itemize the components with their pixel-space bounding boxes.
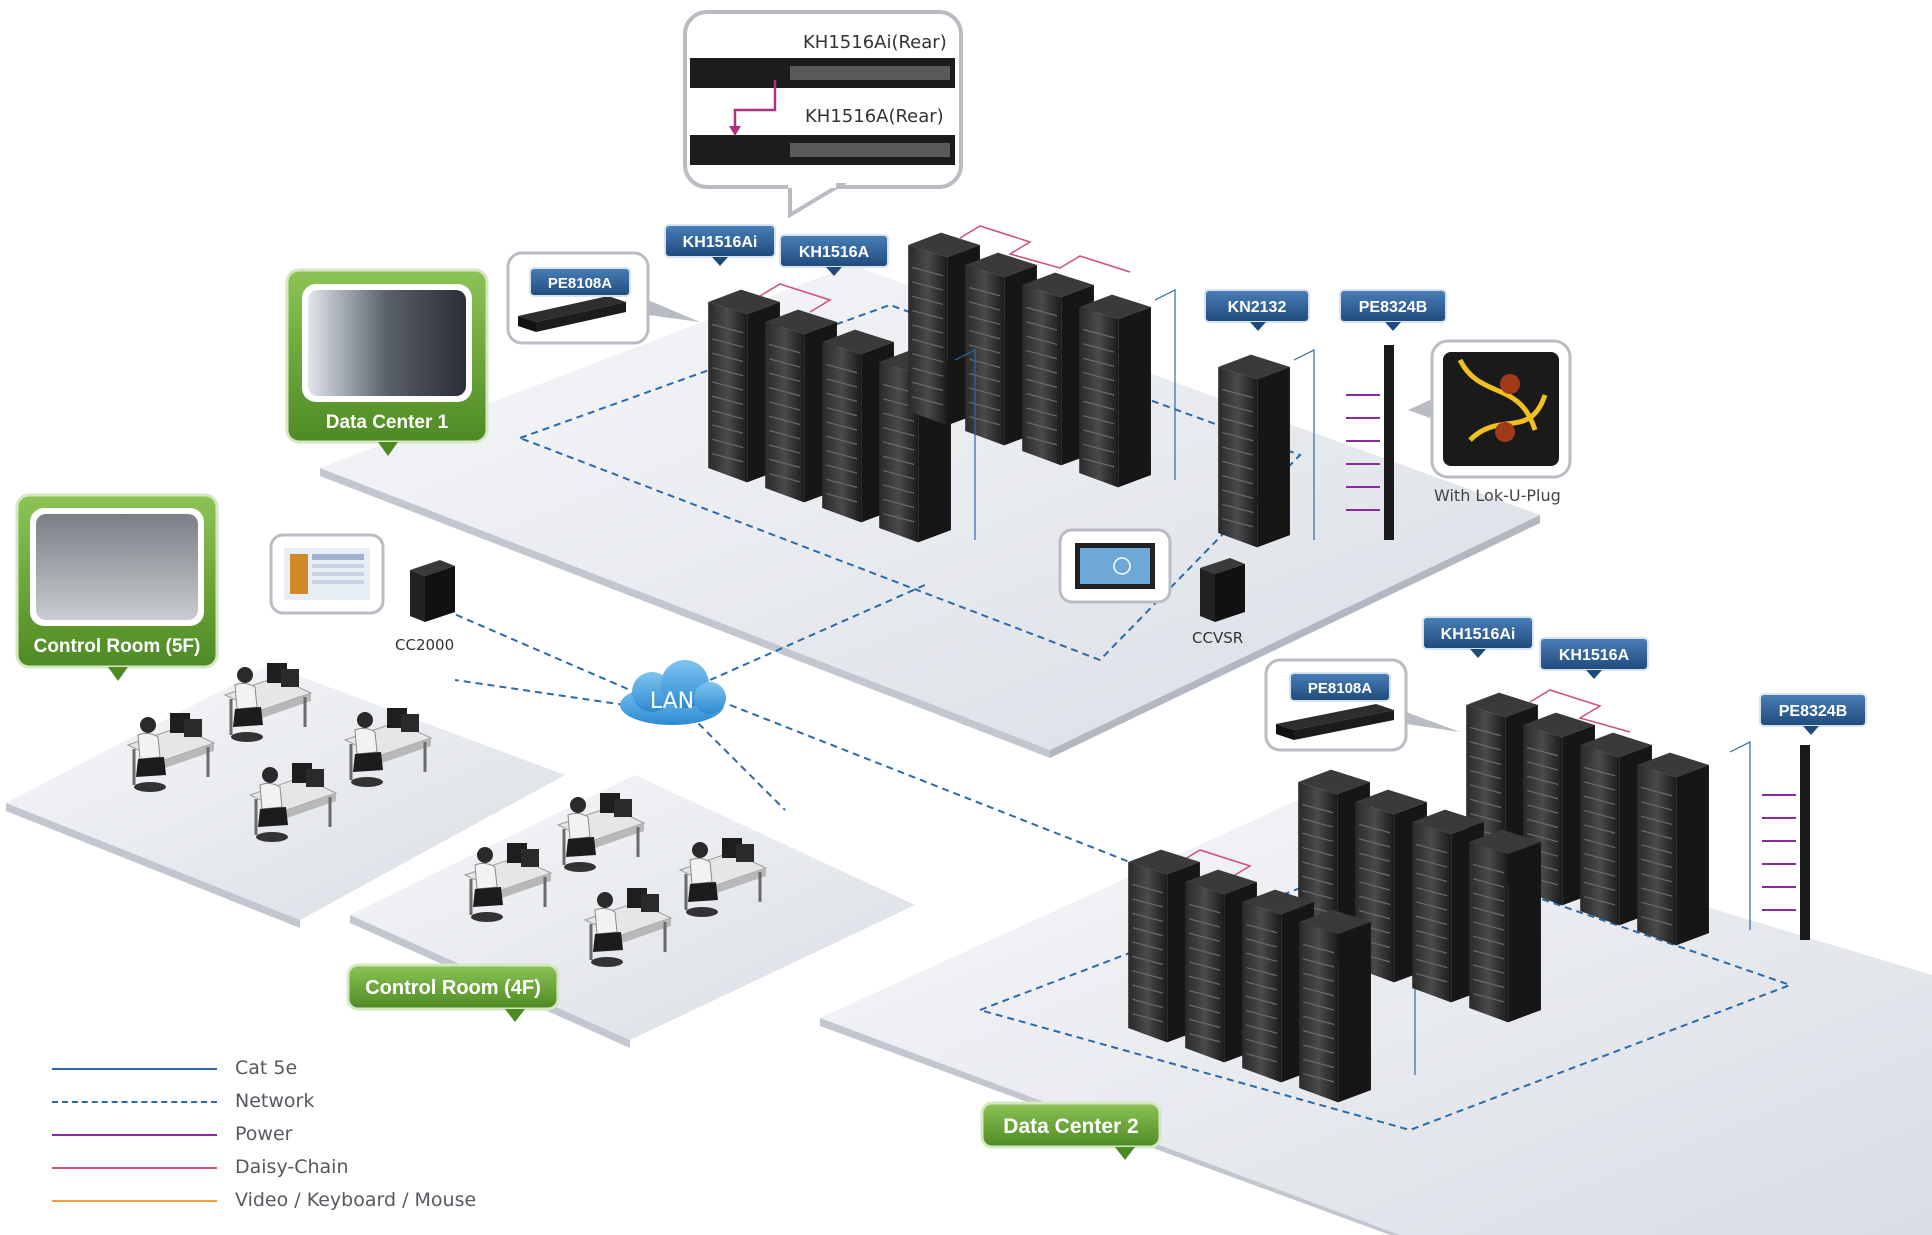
data-center-1-floor-edge — [320, 468, 1050, 758]
tag-kh1516ai-dc1: KH1516Ai — [664, 224, 776, 266]
svg-text:KH1516Ai: KH1516Ai — [1441, 626, 1516, 643]
legend-line-swatch — [52, 1167, 217, 1169]
network-line-lan-dc1 — [709, 584, 926, 681]
svg-text:KN2132: KN2132 — [1228, 299, 1287, 316]
data-center-1-floor-edge-right — [1050, 515, 1540, 758]
svg-text:KH1516A: KH1516A — [799, 244, 870, 261]
legend-line-swatch — [52, 1068, 217, 1070]
legend-item: Power — [52, 1118, 512, 1151]
legend-line-swatch — [52, 1134, 217, 1136]
pe8324b-pdu-dc2 — [1800, 745, 1810, 940]
legend-label: Video / Keyboard / Mouse — [235, 1189, 477, 1211]
svg-text:PE8108A: PE8108A — [548, 275, 612, 292]
daisy-chain-dc1-back — [959, 225, 1131, 273]
svg-text:KH1516A: KH1516A — [1559, 647, 1630, 664]
tag-pe8108a-dc1: PE8108A — [529, 267, 631, 297]
network-line-dc1-loop — [519, 303, 1302, 662]
pe8108a-callout-dc1 — [506, 251, 700, 345]
cat5e-dc2-back — [1729, 741, 1751, 930]
pe8324b-pdu-dc1 — [1384, 345, 1394, 540]
legend-line-swatch — [52, 1101, 217, 1103]
daisy-chain-dc1-front — [759, 283, 832, 313]
cat5e-dc1-front — [954, 349, 976, 540]
tag-kh1516a-dc2: KH1516A — [1539, 637, 1649, 679]
network-line-dc2-loop — [979, 848, 1793, 1132]
ccvsr-label: CCVSR — [1192, 629, 1243, 647]
legend-item: Video / Keyboard / Mouse — [52, 1184, 512, 1217]
network-line-lan-cr4f — [689, 714, 786, 811]
cat5e-dc1-back — [1154, 289, 1176, 480]
tag-pe8108a-dc2: PE8108A — [1289, 672, 1391, 702]
legend-line-swatch — [52, 1200, 217, 1202]
daisy-chain-dc2-front — [1179, 849, 1252, 879]
ccvsr-screen-thumbnail — [1058, 528, 1172, 604]
network-line-lan-dc2 — [729, 704, 1151, 871]
legend-item: Network — [52, 1085, 512, 1118]
legend-label: Network — [235, 1090, 315, 1112]
svg-text:Control Room (5F): Control Room (5F) — [34, 636, 201, 657]
rear-panel-callout — [683, 10, 963, 219]
zone-control-room-5f: Control Room (5F) — [15, 493, 219, 681]
svg-text:PE8324B: PE8324B — [1779, 703, 1848, 720]
tag-kh1516a-dc1: KH1516A — [779, 234, 889, 276]
legend-label: Power — [235, 1123, 293, 1145]
tag-pe8324b-dc2: PE8324B — [1759, 693, 1867, 735]
lok-u-plug-label: With Lok-U-Plug — [1434, 486, 1561, 505]
network-line-lan-cr5f — [454, 679, 626, 706]
lok-u-plug-photo — [1408, 339, 1572, 479]
svg-text:Control Room (4F): Control Room (4F) — [365, 977, 541, 999]
zone-data-center-2: Data Center 2 — [980, 1101, 1162, 1160]
ccvsr-device — [1200, 558, 1245, 622]
kh1516ai-rear-label: KH1516Ai(Rear) — [803, 32, 947, 53]
lan-cloud: LAN — [620, 660, 726, 725]
zone-data-center-1: Data Center 1 — [285, 268, 489, 456]
tag-pe8324b-dc1: PE8324B — [1339, 289, 1447, 331]
tag-kn2132: KN2132 — [1204, 289, 1310, 331]
svg-text:PE8108A: PE8108A — [1308, 680, 1372, 697]
svg-text:PE8324B: PE8324B — [1359, 299, 1428, 316]
cc2000-screen-thumbnail — [269, 533, 385, 615]
daisy-chain-dc2-back — [1529, 689, 1631, 733]
legend-label: Cat 5e — [235, 1057, 298, 1079]
svg-text:Data Center 1: Data Center 1 — [326, 412, 449, 433]
svg-text:Data Center 2: Data Center 2 — [1003, 1115, 1138, 1138]
cc2000-label: CC2000 — [395, 636, 454, 654]
kh1516a-rear-label: KH1516A(Rear) — [805, 106, 944, 127]
cat5e-kn2132 — [1293, 349, 1315, 540]
legend-item: Cat 5e — [52, 1052, 512, 1085]
network-line-cc2000-lan — [444, 609, 631, 691]
legend-label: Daisy-Chain — [235, 1156, 349, 1178]
cc2000-server — [410, 560, 455, 622]
control-room-5f-floor-edge — [6, 803, 300, 928]
legend-item: Daisy-Chain — [52, 1151, 512, 1184]
svg-text:KH1516Ai: KH1516Ai — [683, 234, 758, 251]
lan-label: LAN — [650, 689, 694, 714]
tag-kh1516ai-dc2: KH1516Ai — [1422, 616, 1534, 658]
zone-control-room-4f: Control Room (4F) — [346, 963, 560, 1022]
kn2132-rack — [1217, 354, 1291, 549]
